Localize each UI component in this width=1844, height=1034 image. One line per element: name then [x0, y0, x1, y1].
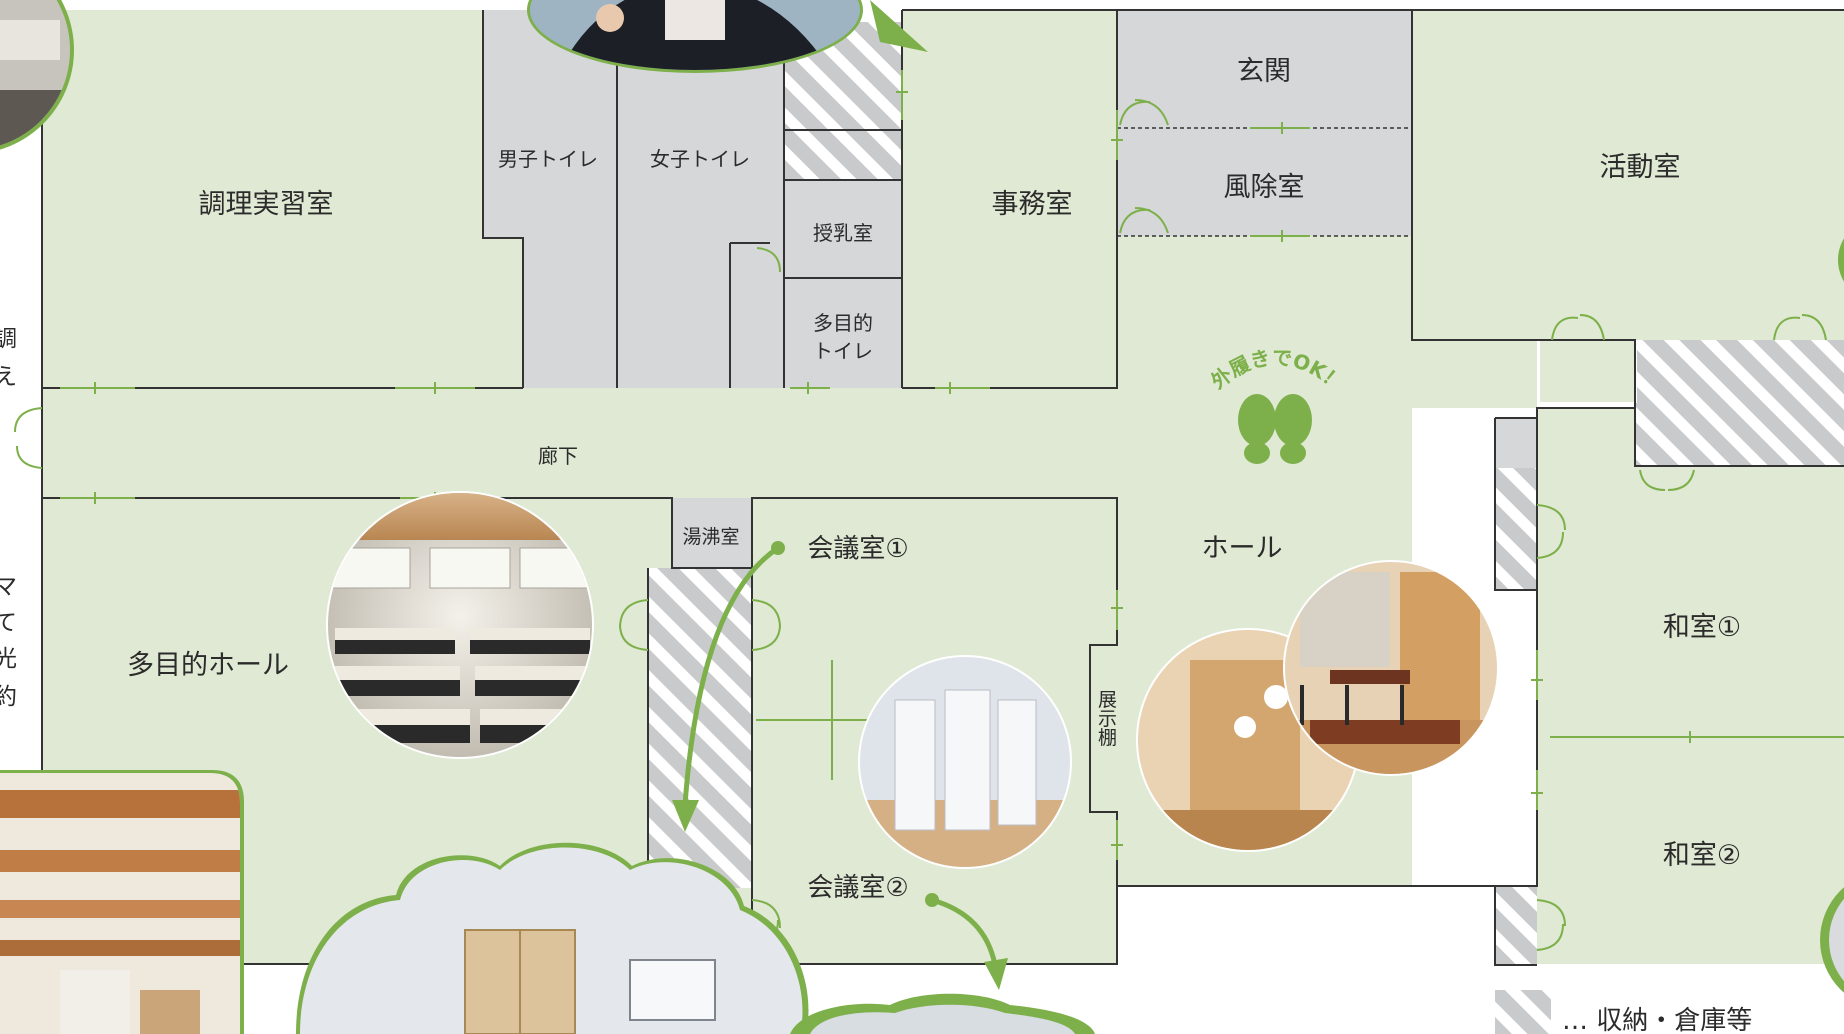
gray-rooms: [483, 10, 1537, 568]
label-meeting-room-2: 会議室②: [807, 873, 908, 903]
left-side-text: 調 え マ て 光 約: [0, 326, 17, 710]
legend: … 収納・倉庫等: [1495, 990, 1752, 1034]
label-nursing-room: 授乳室: [813, 221, 873, 245]
arrow-heads: [672, 541, 1008, 990]
photo-left-top: [0, 0, 74, 150]
label-washitsu-1: 和室①: [1663, 612, 1741, 643]
label-mens-toilet: 男子トイレ: [498, 147, 598, 171]
label-display-shelf: 展示棚: [1095, 690, 1117, 748]
legend-swatch: [1495, 990, 1551, 1034]
label-water-room: 湯沸室: [682, 526, 739, 548]
label-multipurpose-hall: 多目的ホール: [127, 650, 289, 681]
label-meeting-room-1: 会議室①: [807, 534, 908, 564]
label-windbreak: 風除室: [1224, 172, 1305, 203]
label-hall: ホール: [1202, 533, 1283, 564]
photo-partial-bottom: [790, 993, 1095, 1034]
arrows: [682, 545, 998, 966]
label-washitsu-2: 和室②: [1663, 840, 1741, 871]
side-text-6: 約: [0, 684, 17, 710]
label-multi-toilet-1: 多目的: [813, 311, 873, 335]
side-text-4: て: [0, 610, 17, 636]
photo-staff: [527, 0, 863, 73]
label-womens-toilet: 女子トイレ: [650, 147, 750, 171]
photo-multipurpose-hall-ceiling: [0, 770, 244, 1034]
footprints-icon: [1238, 394, 1312, 464]
label-entrance: 玄関: [1237, 56, 1291, 87]
label-cooking-room: 調理実習室: [199, 189, 334, 220]
room-labels: 調理実習室 男子トイレ 女子トイレ 授乳室 多目的 トイレ 事務室 玄関 風除室…: [127, 56, 1741, 903]
label-activity-room: 活動室: [1600, 152, 1681, 183]
label-office: 事務室: [992, 189, 1073, 220]
side-text-1: 調: [0, 326, 17, 352]
direction-arrow-icon: [870, 0, 928, 52]
side-text-3: マ: [0, 574, 17, 600]
label-corridor: 廊下: [538, 444, 578, 468]
photo-right-edge: [1820, 238, 1844, 993]
legend-label: … 収納・倉庫等: [1562, 1006, 1752, 1034]
storage-areas: [648, 22, 1844, 965]
door-marks: [14, 70, 1844, 951]
side-text-2: え: [0, 364, 17, 390]
label-multi-toilet-2: トイレ: [813, 339, 873, 363]
photo-hall-tables: [1283, 560, 1499, 776]
side-text-5: 光: [0, 646, 17, 672]
